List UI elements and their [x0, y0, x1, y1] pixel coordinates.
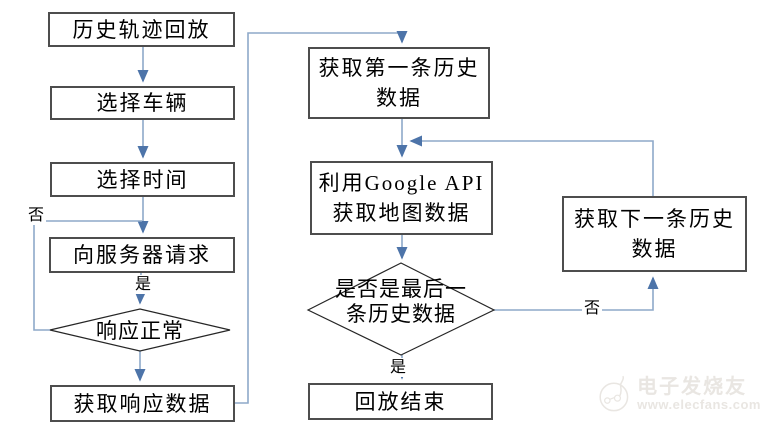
- node-select-time: 选择时间: [50, 162, 235, 197]
- node-start: 历史轨迹回放: [48, 12, 235, 47]
- node-get-first: 获取第一条历史 数据: [308, 47, 490, 119]
- edge-no-loop-get-next: [494, 276, 659, 311]
- node-label: 获取下一条历史: [574, 207, 735, 231]
- node-label: 历史轨迹回放: [72, 17, 211, 42]
- node-request-server: 向服务器请求: [49, 237, 235, 273]
- edge-label-yes-left: 是: [133, 275, 154, 294]
- edge-label-yes-mid: 是: [388, 358, 409, 377]
- decision-response-ok: [49, 308, 231, 352]
- node-label: 获取第一条历史: [318, 56, 480, 80]
- edge-no-loop-response: [33, 220, 142, 331]
- node-label: 选择时间: [96, 167, 189, 192]
- edge-get-next-return-loop: [409, 135, 654, 196]
- node-get-response: 获取响应数据: [50, 385, 235, 422]
- node-get-next: 获取下一条历史 数据: [562, 196, 747, 272]
- node-label: 获取地图数据: [332, 201, 471, 225]
- node-google-api: 利用Google API 获取地图数据: [310, 161, 493, 235]
- node-label: 向服务器请求: [73, 243, 211, 267]
- node-label: 选择车辆: [96, 91, 189, 115]
- node-label: 获取响应数据: [73, 391, 212, 416]
- node-label: 利用Google API: [318, 171, 485, 195]
- node-select-vehicle: 选择车辆: [50, 86, 235, 120]
- watermark: 电子发烧友 www.elecfans.com: [599, 357, 761, 431]
- elecfans-logo-icon: [599, 375, 629, 412]
- node-label: 回放结束: [354, 389, 447, 414]
- edge-get-response-to-get-first: [235, 30, 408, 404]
- node-playback-end: 回放结束: [308, 383, 493, 420]
- decision-is-last: [306, 262, 496, 356]
- node-label: 数据: [631, 237, 678, 261]
- watermark-text: 电子发烧友 www.elecfans.com: [637, 375, 761, 412]
- edge-label-no-right: 否: [582, 299, 603, 318]
- node-label: 数据: [376, 86, 422, 110]
- watermark-url: www.elecfans.com: [637, 396, 761, 412]
- watermark-brand: 电子发烧友: [637, 375, 748, 398]
- edge-label-no-left: 否: [26, 206, 47, 225]
